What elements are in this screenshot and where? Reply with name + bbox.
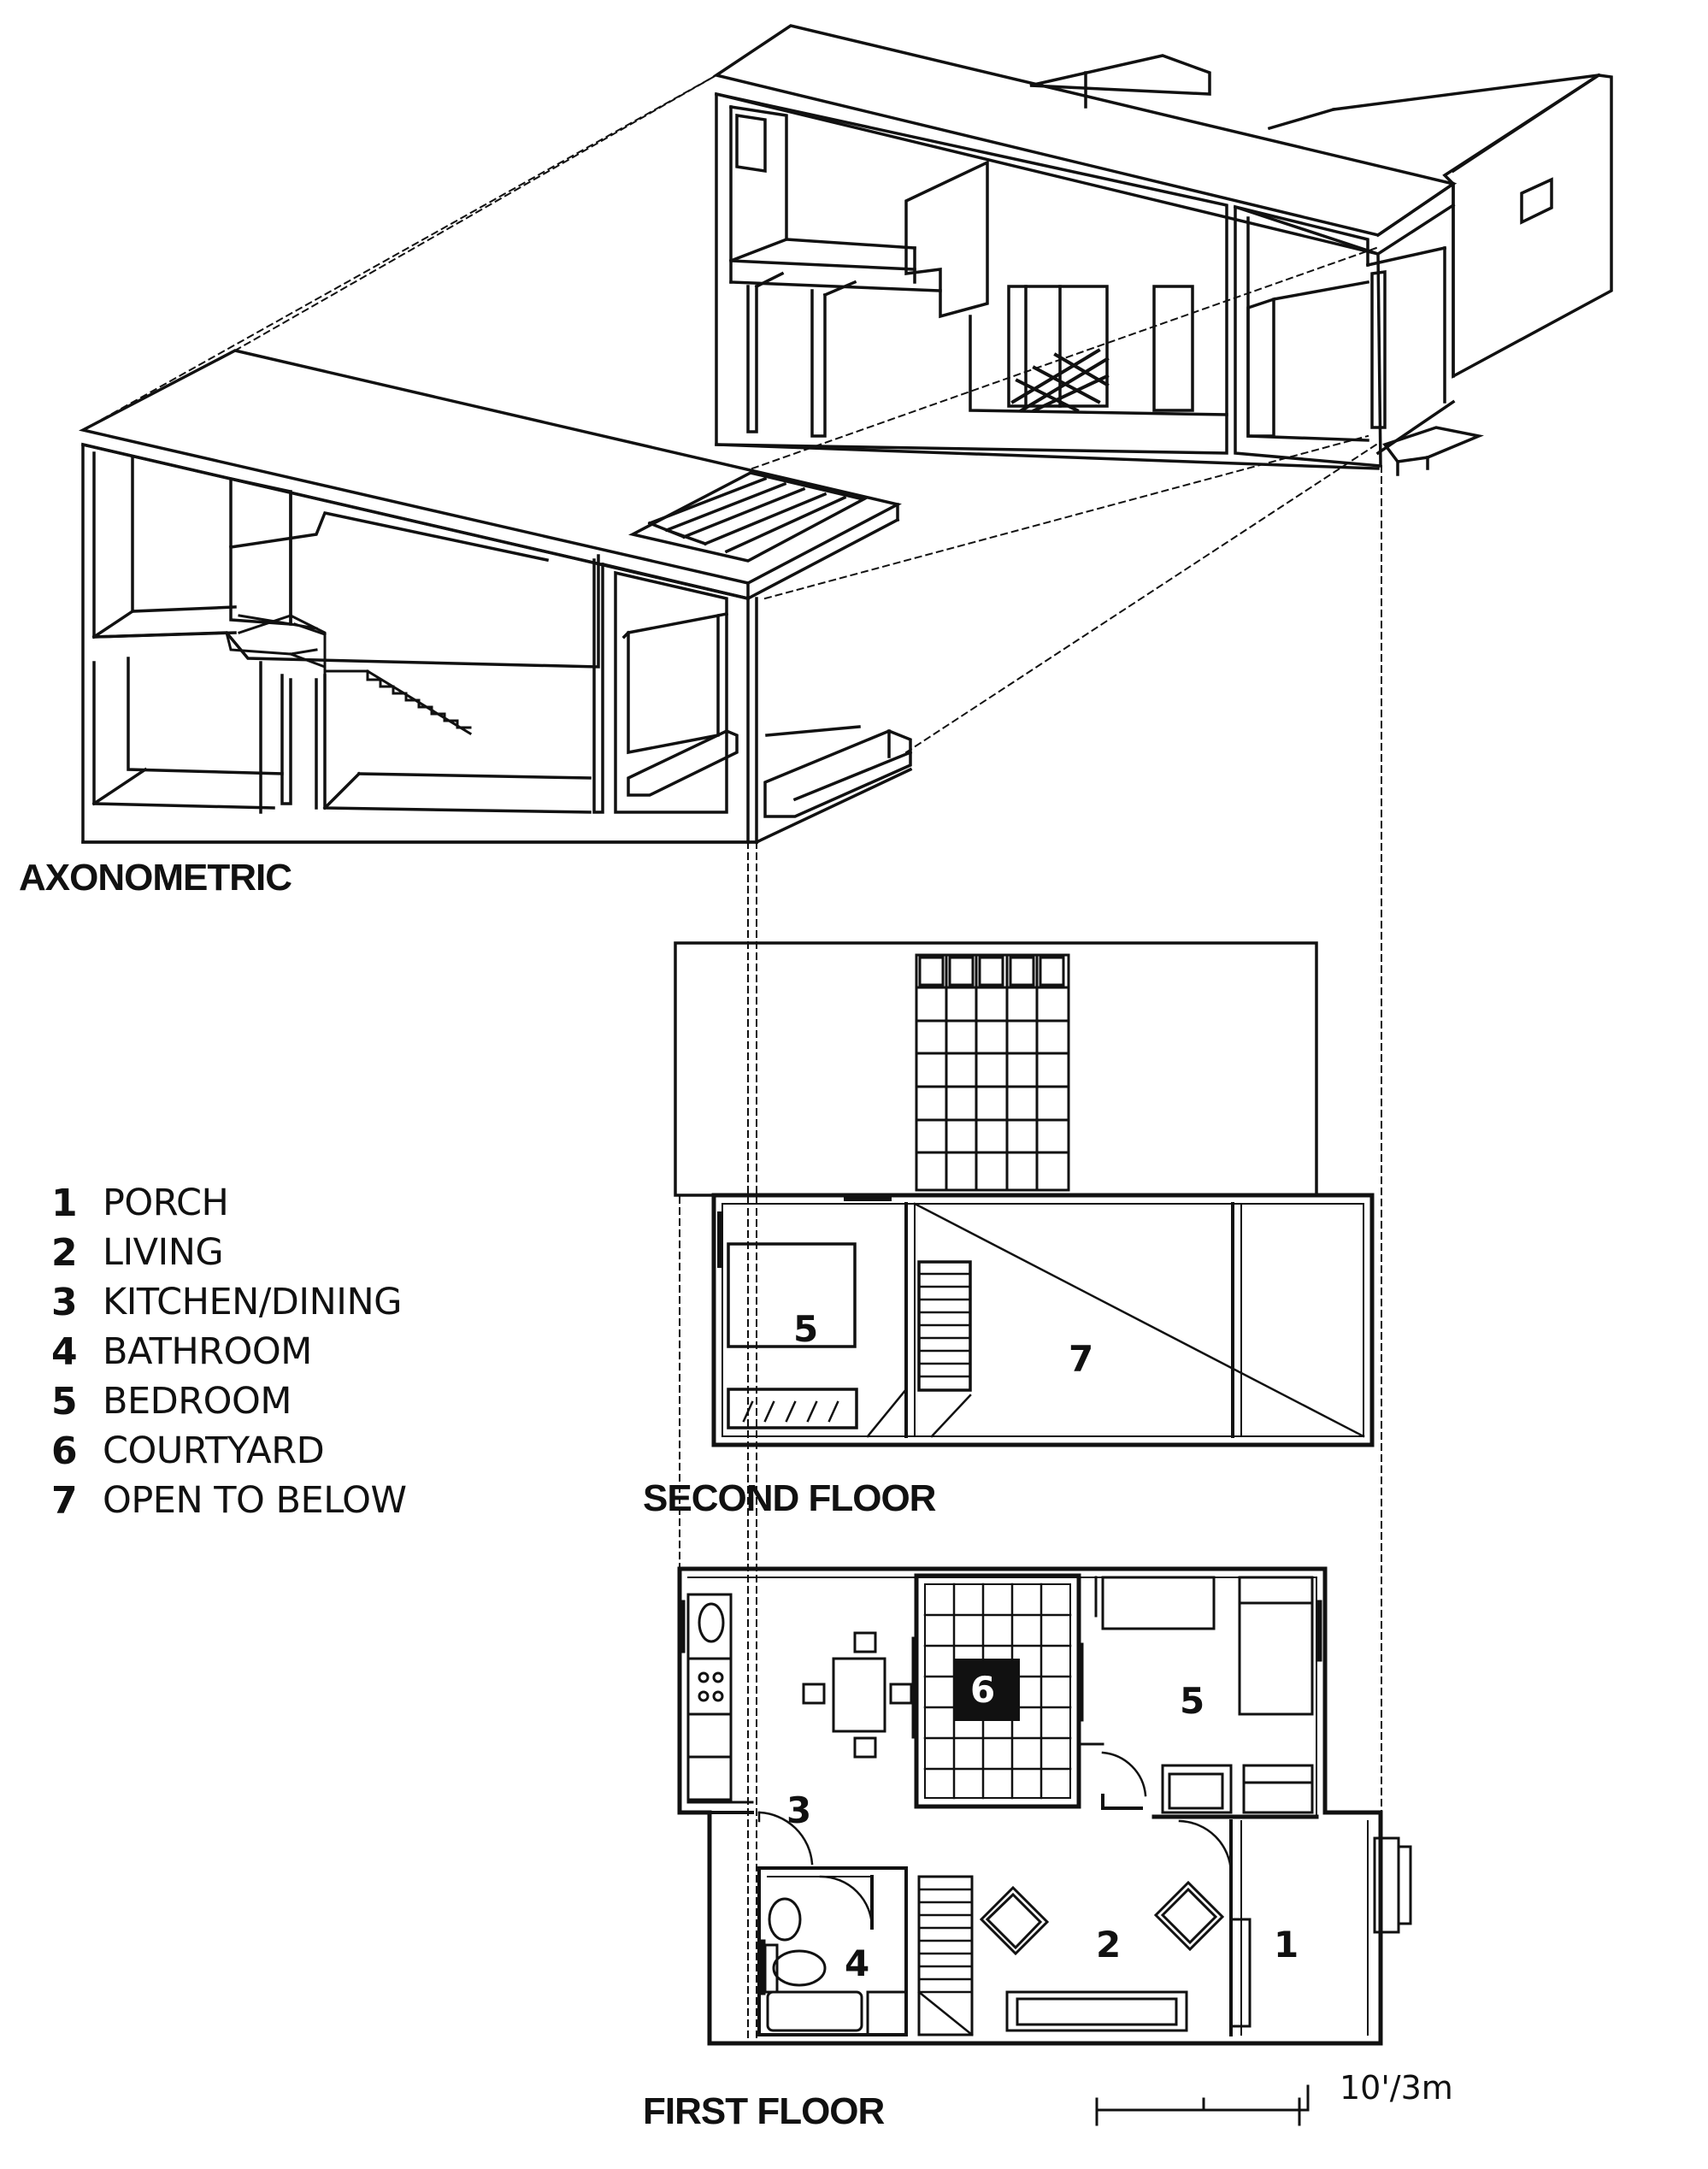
legend-number: 1 <box>51 1181 78 1225</box>
legend-label: BATHROOM <box>103 1330 312 1373</box>
room-label-living: 2 <box>1096 1924 1122 1966</box>
legend-number: 4 <box>51 1329 78 1374</box>
axonometric-upper-block <box>716 26 1611 474</box>
legend-item: 6 COURTYARD <box>51 1426 407 1476</box>
legend-label: PORCH <box>103 1182 229 1224</box>
legend-number: 7 <box>51 1478 78 1523</box>
second-floor-heading: SECOND FLOOR <box>643 1477 936 1519</box>
second-floor-plan <box>675 943 1372 1445</box>
legend-item: 7 OPEN TO BELOW <box>51 1476 407 1525</box>
legend-item: 1 PORCH <box>51 1178 407 1228</box>
room-label-second-bedroom: 5 <box>793 1308 819 1350</box>
legend-item: 2 LIVING <box>51 1228 407 1277</box>
bedroom-furniture <box>1103 1577 1312 1812</box>
room-label-first-bedroom: 5 <box>1180 1680 1205 1722</box>
legend-label: LIVING <box>103 1231 224 1274</box>
scale-bar <box>1097 2086 1308 2125</box>
courtyard-dark-tile <box>954 1659 1020 1721</box>
legend-number: 6 <box>51 1429 78 1473</box>
axonometric-heading: AXONOMETRIC <box>19 857 292 899</box>
room-label-courtyard: 6 <box>970 1669 996 1711</box>
legend-label: OPEN TO BELOW <box>103 1479 407 1522</box>
legend-number: 5 <box>51 1379 78 1423</box>
legend-label: BEDROOM <box>103 1380 292 1423</box>
living-furniture <box>981 1883 1222 2030</box>
legend-number: 3 <box>51 1280 78 1324</box>
legend-number: 2 <box>51 1230 78 1275</box>
dining-table <box>804 1633 911 1757</box>
legend-item: 5 BEDROOM <box>51 1376 407 1426</box>
room-label-bathroom: 4 <box>845 1942 870 1984</box>
first-floor-plan <box>680 1569 1411 2043</box>
legend-label: COURTYARD <box>103 1429 325 1472</box>
axonometric-lower-block <box>83 351 910 842</box>
room-legend: 1 PORCH 2 LIVING 3 KITCHEN/DINING 4 BATH… <box>51 1178 407 1525</box>
legend-label: KITCHEN/DINING <box>103 1281 402 1323</box>
room-label-porch: 1 <box>1274 1924 1299 1966</box>
toilet <box>765 1945 825 1992</box>
projection-lines <box>83 75 1381 2043</box>
room-label-kitchen-dining: 3 <box>786 1789 812 1831</box>
room-label-open-to-below: 7 <box>1069 1338 1094 1380</box>
legend-item: 3 KITCHEN/DINING <box>51 1277 407 1327</box>
courtyard-grid-second <box>916 955 1069 1190</box>
legend-item: 4 BATHROOM <box>51 1327 407 1376</box>
scale-label: 10'/3m <box>1340 2069 1453 2107</box>
first-floor-heading: FIRST FLOOR <box>643 2090 885 2132</box>
